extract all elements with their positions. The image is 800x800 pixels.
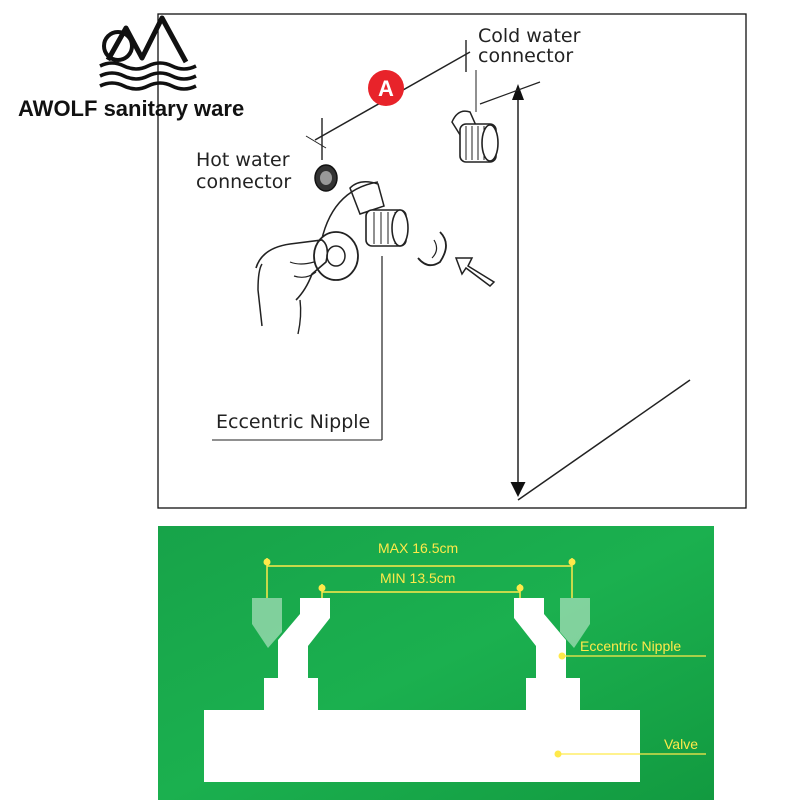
- wall-edge-line: [517, 379, 691, 501]
- valve-callout: [554, 750, 706, 758]
- min-dimension-label: MIN 13.5cm: [380, 570, 455, 586]
- brand-name-rest: sanitary ware: [103, 96, 245, 121]
- eccentric-nipple-callout-label: Eccentric Nipple: [580, 638, 681, 654]
- hot-water-connector-part: [314, 164, 338, 192]
- min-dimension: [318, 584, 524, 598]
- max-dimension-label: MAX 16.5cm: [378, 540, 458, 556]
- clip-ring-part: [417, 231, 447, 267]
- insert-arrow: [454, 257, 496, 287]
- drawing-frame: [157, 13, 747, 509]
- marker-a-letter: A: [378, 76, 394, 101]
- valve-callout-label: Valve: [664, 736, 698, 752]
- eccentric-nipple-label: Eccentric Nipple: [216, 411, 370, 433]
- hot-water-label-line2: connector: [196, 171, 291, 193]
- installation-drawing: A: [157, 13, 747, 509]
- cold-water-label-line2: connector: [478, 45, 573, 67]
- right-eccentric-nipple: [514, 598, 590, 678]
- height-dimension-line: [479, 81, 541, 497]
- max-dimension: [263, 558, 576, 598]
- brand-name: AWOLF sanitary ware: [18, 96, 244, 122]
- brand-name-bold: AWOLF: [18, 96, 98, 121]
- dimension-diagram: MAX 16.5cm MIN 13.5cm Eccentric Nipple V…: [158, 526, 714, 800]
- cold-water-connector-part: [451, 110, 499, 163]
- left-eccentric-nipple: [252, 598, 330, 678]
- valve-body: [204, 710, 640, 782]
- right-nut: [526, 678, 580, 710]
- eccentric-nipple-callout: [558, 652, 706, 660]
- eccentric-nipple-part: [313, 181, 409, 281]
- hot-water-label-line1: Hot water: [196, 149, 290, 171]
- awolf-logo-mark: [99, 15, 197, 91]
- cold-water-label-line1: Cold water: [478, 25, 581, 47]
- marker-a: A: [368, 70, 404, 106]
- hand-illustration: [255, 239, 329, 335]
- left-nut: [264, 678, 318, 710]
